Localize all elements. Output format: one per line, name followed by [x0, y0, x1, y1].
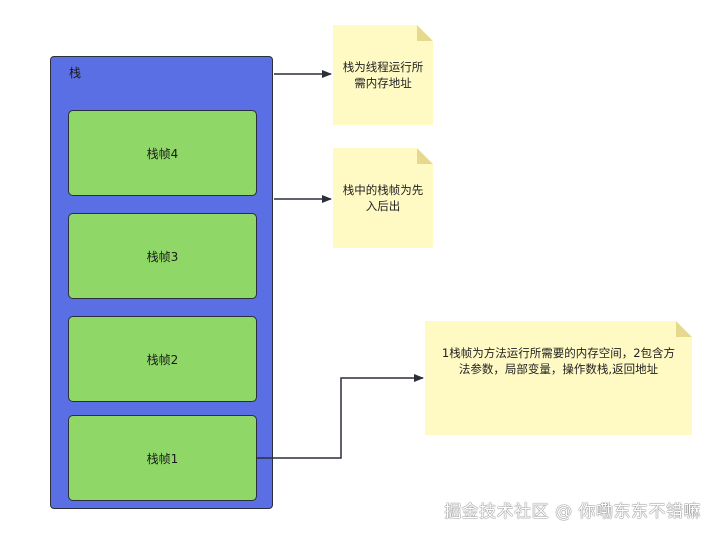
arrow-frame1-to-frame-note — [256, 374, 424, 459]
note-thread-memory: 栈为线程运行所需内存地址 — [333, 25, 433, 125]
note-thread-text: 栈为线程运行所需内存地址 — [342, 60, 424, 90]
note-frame-description: 1栈帧为方法运行所需要的内存空间，2包含方法参数，局部变量，操作数栈,返回地址 — [425, 321, 692, 435]
stack-label: 栈 — [69, 66, 82, 80]
stack-frame-3: 栈帧3 — [68, 213, 257, 299]
stack-frame-4: 栈帧4 — [68, 110, 257, 196]
note-order-text: 栈中的栈帧为先入后出 — [342, 183, 424, 213]
note-frame-text: 1栈帧为方法运行所需要的内存空间，2包含方法参数，局部变量，操作数栈,返回地址 — [441, 346, 676, 376]
watermark: 掘金技术社区 @ 你嘞东东不错嘛 — [444, 502, 701, 522]
note-frame-order: 栈中的栈帧为先入后出 — [333, 148, 433, 248]
stack-frame-2: 栈帧2 — [68, 316, 257, 402]
stack-container: 栈 栈帧4 栈帧3 栈帧2 栈帧1 — [50, 56, 273, 509]
stack-frame-1: 栈帧1 — [68, 415, 257, 501]
